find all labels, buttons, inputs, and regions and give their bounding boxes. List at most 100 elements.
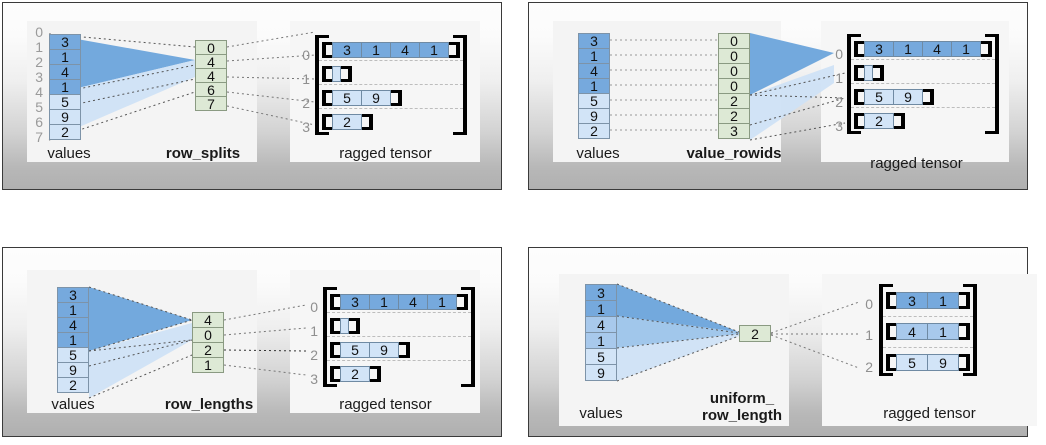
row-divider <box>883 316 973 317</box>
ragged-tensor-uniform: 3 1 4 1 5 9 <box>879 284 977 376</box>
ragged-row: 2 <box>322 114 373 130</box>
ragged-row <box>322 66 352 82</box>
value-index-3: 3 <box>35 69 43 85</box>
row-divider <box>327 360 471 361</box>
ragged-cell: 3 <box>332 42 362 58</box>
values-caption: values <box>576 145 620 162</box>
ragged-caption: ragged tensor <box>339 396 432 413</box>
ragged-box-row-lengths <box>290 270 480 413</box>
value-cell: 2 <box>57 377 89 393</box>
row-bracket-left <box>854 113 865 129</box>
ragged-row: 2 <box>854 113 905 129</box>
encoding-cell: 0 <box>718 33 750 49</box>
ragged-cell: 1 <box>951 41 981 57</box>
value-cell: 4 <box>585 316 617 333</box>
ragged-cell: 1 <box>893 41 923 57</box>
ragged-row: 3 1 4 1 <box>322 42 460 58</box>
ragged-cell: 5 <box>340 342 370 358</box>
value-cell: 3 <box>57 287 89 303</box>
ragged-cell: 5 <box>864 89 894 105</box>
ragged-cell: 1 <box>361 42 391 58</box>
value-cell: 9 <box>585 364 617 381</box>
ragged-cell: 9 <box>893 89 923 105</box>
outer-bracket-right <box>985 34 999 134</box>
row-divider <box>319 60 463 61</box>
value-cell: 9 <box>49 109 81 125</box>
row-bracket-right <box>959 292 970 309</box>
ragged-row-label: 0 <box>310 299 318 315</box>
ragged-row: 4 1 <box>886 323 970 340</box>
encoding-cell: 0 <box>718 63 750 79</box>
ragged-cell-empty <box>332 66 341 82</box>
ragged-cell: 4 <box>922 41 952 57</box>
ragged-cell-empty <box>864 65 873 81</box>
value-cell: 9 <box>578 108 610 124</box>
ragged-cell: 4 <box>896 323 928 340</box>
value-cell: 1 <box>585 332 617 349</box>
ragged-row-label: 2 <box>835 94 843 110</box>
row-bracket-left <box>322 90 333 106</box>
row-bracket-right <box>362 114 373 130</box>
encoding-caption-line1: uniform_ <box>709 390 775 407</box>
ragged-row-label: 1 <box>302 71 310 87</box>
row-bracket-left <box>854 41 865 57</box>
value-index-4: 4 <box>35 84 43 100</box>
ragged-cell: 1 <box>419 42 449 58</box>
ragged-row-label: 1 <box>310 323 318 339</box>
values-column-value-rowids: 3 1 4 1 5 9 2 <box>578 33 610 139</box>
encoding-cell: 2 <box>718 108 750 124</box>
value-index-7: 7 <box>35 129 43 145</box>
row-divider <box>327 336 471 337</box>
row-bracket-right <box>923 89 934 105</box>
ragged-cell: 3 <box>864 41 894 57</box>
panel-value-rowids: 3 1 4 1 5 9 2 0 0 0 0 2 2 3 0 1 2 3 <box>528 2 1028 190</box>
row-bracket-left <box>886 323 897 340</box>
value-cell: 5 <box>49 94 81 110</box>
ragged-row: 3 1 4 1 <box>330 294 468 310</box>
encoding-cell: 0 <box>718 48 750 64</box>
row-bracket-right <box>399 342 410 358</box>
ragged-cell: 9 <box>927 354 959 371</box>
encoding-cell: 7 <box>195 96 227 111</box>
value-index-1: 1 <box>35 39 43 55</box>
ragged-row-label: 3 <box>835 118 843 134</box>
ragged-row: 3 1 <box>886 292 970 309</box>
ragged-row-label: 3 <box>302 119 310 135</box>
values-caption: values <box>51 396 95 413</box>
ragged-cell: 1 <box>927 292 959 309</box>
ragged-row: 5 9 <box>886 354 970 371</box>
outer-bracket-left <box>323 287 337 387</box>
row-bracket-left <box>330 366 341 382</box>
value-index-0: 0 <box>35 24 43 40</box>
row-lengths-column: 4 0 2 1 <box>192 312 224 373</box>
encoding-cell: 0 <box>718 78 750 94</box>
ragged-row: 5 9 <box>330 342 410 358</box>
encoding-cell: 2 <box>192 342 224 358</box>
row-bracket-right <box>959 323 970 340</box>
ragged-row: 2 <box>330 366 381 382</box>
value-cell: 5 <box>578 93 610 109</box>
ragged-row-label: 0 <box>835 46 843 62</box>
ragged-row <box>854 65 884 81</box>
outer-bracket-left <box>847 34 861 134</box>
row-divider <box>327 312 471 313</box>
row-bracket-left <box>886 292 897 309</box>
value-cell: 9 <box>57 362 89 378</box>
row-bracket-right <box>370 366 381 382</box>
ragged-cell: 2 <box>864 113 894 129</box>
value-cell: 4 <box>57 317 89 333</box>
row-bracket-left <box>854 89 865 105</box>
panel-uniform-row-length: 3 1 4 1 5 9 2 0 1 2 3 1 4 <box>528 247 1037 437</box>
row-divider <box>851 59 995 60</box>
row-splits-column: 0 4 4 6 7 <box>195 40 227 111</box>
row-bracket-left <box>330 294 341 310</box>
ragged-row: 5 9 <box>322 90 402 106</box>
row-divider <box>883 347 973 348</box>
value-cell: 1 <box>49 49 81 65</box>
ragged-cell: 2 <box>340 366 370 382</box>
ragged-cell: 5 <box>332 90 362 106</box>
row-bracket-left <box>322 114 333 130</box>
value-index-5: 5 <box>35 99 43 115</box>
encoding-cell: 1 <box>192 357 224 373</box>
